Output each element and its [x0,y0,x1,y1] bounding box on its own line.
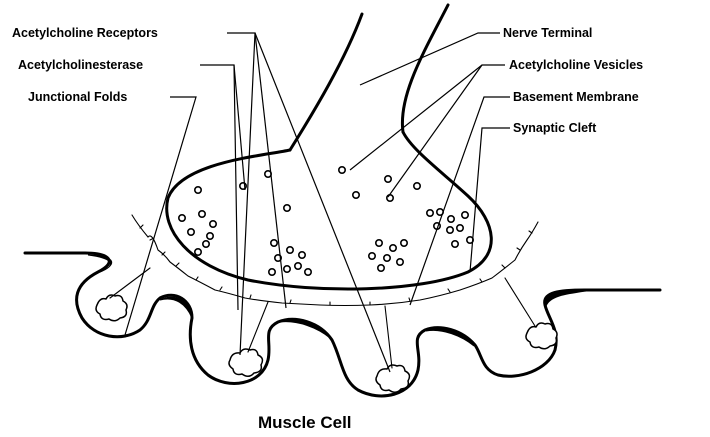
acetylcholine-vesicle [195,249,201,255]
acetylcholine-vesicle [199,211,205,217]
acetylcholine-vesicle [448,216,454,222]
leader-acetylcholinesterase [200,65,238,310]
label-synaptic-cleft: Synaptic Cleft [513,121,597,135]
acetylcholine-vesicle [397,259,403,265]
acetylcholine-vesicle [384,255,390,261]
label-basement-membrane: Basement Membrane [513,90,639,104]
receptor-fibers [110,268,535,368]
acetylcholine-vesicle [295,263,301,269]
acetylcholine-vesicle [271,240,277,246]
acetylcholine-vesicle [378,265,384,271]
acetylcholine-vesicle [390,245,396,251]
acetylcholine-vesicle [207,233,213,239]
axon-left-edge [290,14,362,150]
caption-muscle-cell: Muscle Cell [258,413,352,432]
acetylcholine-vesicle [284,205,290,211]
leader-acetylcholine-vesicles [350,65,505,170]
acetylcholine-vesicle [427,210,433,216]
acetylcholine-vesicle [385,176,391,182]
acetylcholine-vesicle [401,240,407,246]
junctional-folds [25,253,660,396]
label-acetylcholine-receptors: Acetylcholine Receptors [12,26,158,40]
label-junctional-folds: Junctional Folds [28,90,127,104]
acetylcholine-vesicle [369,253,375,259]
acetylcholine-vesicle [284,266,290,272]
receptor-cluster [96,295,127,321]
acetylcholine-vesicle [203,241,209,247]
leader-lines [125,33,510,372]
receptor-clusters [96,295,557,392]
acetylcholine-vesicle [387,195,393,201]
fold-crest-2 [160,297,192,318]
acetylcholine-vesicle [414,183,420,189]
nerve-terminal [167,5,492,289]
acetylcholine-vesicle [195,187,201,193]
acetylcholine-vesicle [210,221,216,227]
receptor-cluster [229,349,262,376]
label-nerve-terminal: Nerve Terminal [503,26,592,40]
label-acetylcholine-vesicles: Acetylcholine Vesicles [509,58,643,72]
acetylcholine-vesicle [457,225,463,231]
acetylcholine-vesicle [299,252,305,258]
acetylcholine-vesicle [376,240,382,246]
leader-acetylcholine-receptors [227,33,255,355]
receptor-cluster [526,323,557,349]
acetylcholine-vesicle [447,227,453,233]
acetylcholine-vesicle [305,269,311,275]
vesicle-group [179,167,473,275]
leader-acetylcholine-receptors-2 [255,33,286,308]
acetylcholine-vesicle [339,167,345,173]
acetylcholine-vesicle [353,192,359,198]
acetylcholine-vesicle [188,229,194,235]
leader-acetylcholine-receptors-3 [255,33,390,372]
acetylcholine-vesicle [462,212,468,218]
acetylcholine-vesicle [179,215,185,221]
acetylcholine-vesicle [452,241,458,247]
postsynaptic-membrane [25,253,660,396]
acetylcholine-vesicle [287,247,293,253]
label-acetylcholinesterase: Acetylcholinesterase [18,58,143,72]
receptor-cluster [376,365,409,392]
acetylcholine-vesicle [269,269,275,275]
axon-right-edge [402,5,448,132]
